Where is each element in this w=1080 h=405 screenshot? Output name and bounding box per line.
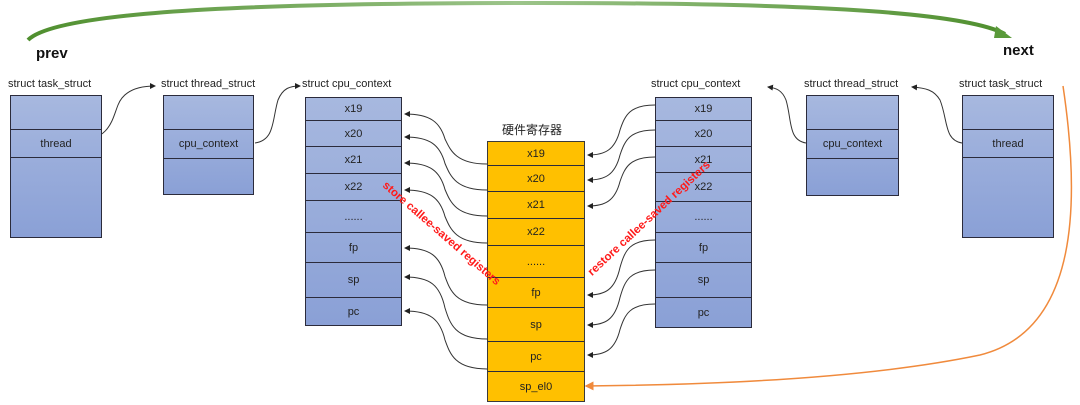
register-x20: x20 [306,121,401,147]
restore-link-x20 [587,129,656,183]
next-thread-struct-title: struct thread_struct [804,78,899,90]
hw-register-sp-el0: sp_el0 [519,381,553,393]
hw-register-x20: x20 [488,166,584,192]
prev-cpu-context-title: struct cpu_context [302,78,392,90]
field-thread: thread [963,130,1053,158]
store-link-sp [404,274,488,340]
prev-label: prev [36,45,68,62]
register-fp: fp [306,233,401,263]
next-label: next [1003,42,1034,59]
prev-task-struct-title: struct task_struct [8,78,92,90]
field [807,159,898,196]
register-ellipsis: ...... [306,201,401,233]
register-x19: x19 [306,98,401,121]
hardware-registers: x19 x20 x21 x22 ...... fp sp pc sp_el0 [487,141,585,402]
prev-thread-struct-title: struct thread_struct [161,78,256,90]
next-task-struct: thread [962,95,1054,238]
prev-cpu-context: x19 x20 x21 x22 ...... fp sp pc [305,97,402,326]
register-x20: x20 [656,121,751,147]
store-link-pc [404,308,488,370]
hw-register-fp: fp [488,278,584,308]
next-thread-struct: cpu_context [806,95,899,196]
hw-register-sp: sp [488,308,584,342]
next-thread-link [911,84,963,144]
field [963,96,1053,130]
field-cpu-context: cpu_context [807,130,898,159]
next-cpu-context-link [767,84,807,144]
field [11,158,101,238]
hw-register-x22: x22 [488,219,584,246]
register-x19: x19 [656,98,751,121]
register-ellipsis: ...... [656,202,751,233]
context-switch-arrow [26,0,1006,42]
hw-register-x21: x21 [488,192,584,219]
hw-register-ellipsis: ...... [488,246,584,278]
prev-cpu-context-link [254,83,301,144]
field [164,96,253,130]
register-x21: x21 [306,147,401,174]
register-fp: fp [656,233,751,263]
register-x21: x21 [656,147,751,173]
context-switch-arrowhead [994,26,1012,38]
next-task-struct-title: struct task_struct [959,78,1043,90]
field [164,159,253,195]
restore-link-pc [587,303,656,358]
hardware-registers-title: 硬件寄存器 [502,123,563,137]
field [963,158,1053,238]
next-cpu-context-title: struct cpu_context [651,78,741,90]
field-thread: thread [11,130,101,158]
store-link-x20 [404,134,488,191]
register-x22: x22 [306,174,401,201]
field-cpu-context: cpu_context [164,130,253,159]
restore-link-x19 [587,104,656,158]
hw-register-pc: pc [488,342,584,372]
register-pc: pc [697,307,710,319]
hw-register-x19: x19 [488,142,584,166]
prev-thread-struct: cpu_context [163,95,254,195]
next-cpu-context: x19 x20 x21 x22 ...... fp sp pc [655,97,752,328]
restore-link-x21 [587,156,656,209]
register-sp: sp [656,263,751,298]
register-pc: pc [347,306,360,318]
field [807,96,898,130]
prev-task-struct: thread [10,95,102,238]
store-link-x19 [404,111,488,165]
register-x22: x22 [656,173,751,202]
register-sp: sp [306,263,401,298]
restore-link-sp [587,269,656,328]
field [11,96,101,130]
